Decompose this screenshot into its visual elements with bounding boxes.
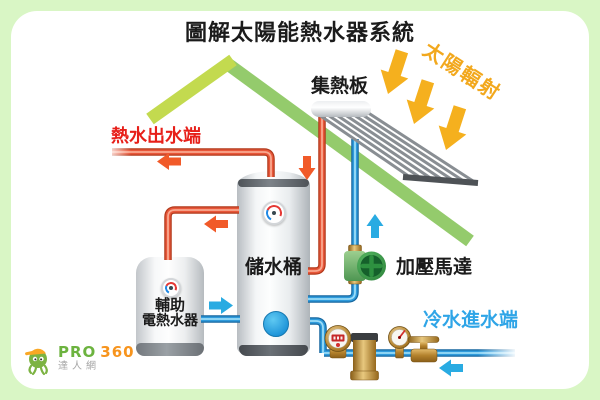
pressure-gauge-icon bbox=[388, 326, 411, 359]
storage-tank-top-band bbox=[238, 179, 309, 187]
cold-inlet-fittings bbox=[324, 325, 440, 381]
collector-tubes bbox=[315, 112, 475, 183]
pro360-octopus-mascot-icon bbox=[25, 348, 48, 376]
storage-tank bbox=[237, 171, 310, 356]
roof bbox=[146, 54, 474, 247]
shutoff-valve-icon bbox=[407, 336, 440, 363]
cold-flow-up-arrow-icon bbox=[366, 214, 384, 238]
sun-arrow-icon bbox=[380, 49, 409, 94]
logo-brand-360: 360 bbox=[100, 342, 135, 361]
hot-pipe-fade bbox=[105, 145, 131, 159]
solar-collector bbox=[311, 101, 479, 186]
cold-pipe-fade bbox=[478, 345, 518, 360]
roof-left-slope bbox=[146, 54, 237, 125]
collector-foot-bar bbox=[402, 174, 479, 186]
logo-subtitle: 達人網 bbox=[58, 361, 100, 373]
sun-arrow-icon bbox=[438, 105, 467, 150]
pressure-pump bbox=[344, 244, 386, 285]
storage-tank-base bbox=[239, 345, 308, 356]
cold-flow-right-arrow-icon bbox=[209, 297, 233, 314]
tank-blue-port-icon bbox=[263, 311, 289, 337]
cold-flow-left-arrow-icon bbox=[439, 359, 463, 377]
pump-coupling-top-icon bbox=[348, 244, 362, 253]
flow-arrows bbox=[157, 153, 463, 377]
collector-header-tank bbox=[311, 101, 371, 117]
logo-brand-pro: PRO bbox=[58, 342, 97, 361]
pump-blade-vertical bbox=[369, 255, 374, 277]
hot-flow-left-arrow2-icon bbox=[204, 215, 228, 233]
sun-arrow-icon bbox=[406, 79, 435, 124]
auxiliary-electric-heater bbox=[136, 257, 204, 356]
heater-temperature-gauge-icon bbox=[161, 278, 181, 298]
hot-flow-left-arrow-icon bbox=[157, 153, 181, 170]
aux-heater-body bbox=[136, 257, 204, 356]
aux-heater-base bbox=[136, 343, 204, 356]
water-meter-icon bbox=[324, 325, 352, 359]
filter-cylinder-icon bbox=[350, 333, 379, 381]
roof-right-slope bbox=[221, 56, 474, 247]
hot-flow-down-arrow-icon bbox=[298, 156, 316, 180]
hot-water-pipes bbox=[112, 112, 326, 275]
tank-temperature-gauge-icon bbox=[262, 201, 286, 225]
sun-radiation-arrows bbox=[380, 49, 467, 150]
